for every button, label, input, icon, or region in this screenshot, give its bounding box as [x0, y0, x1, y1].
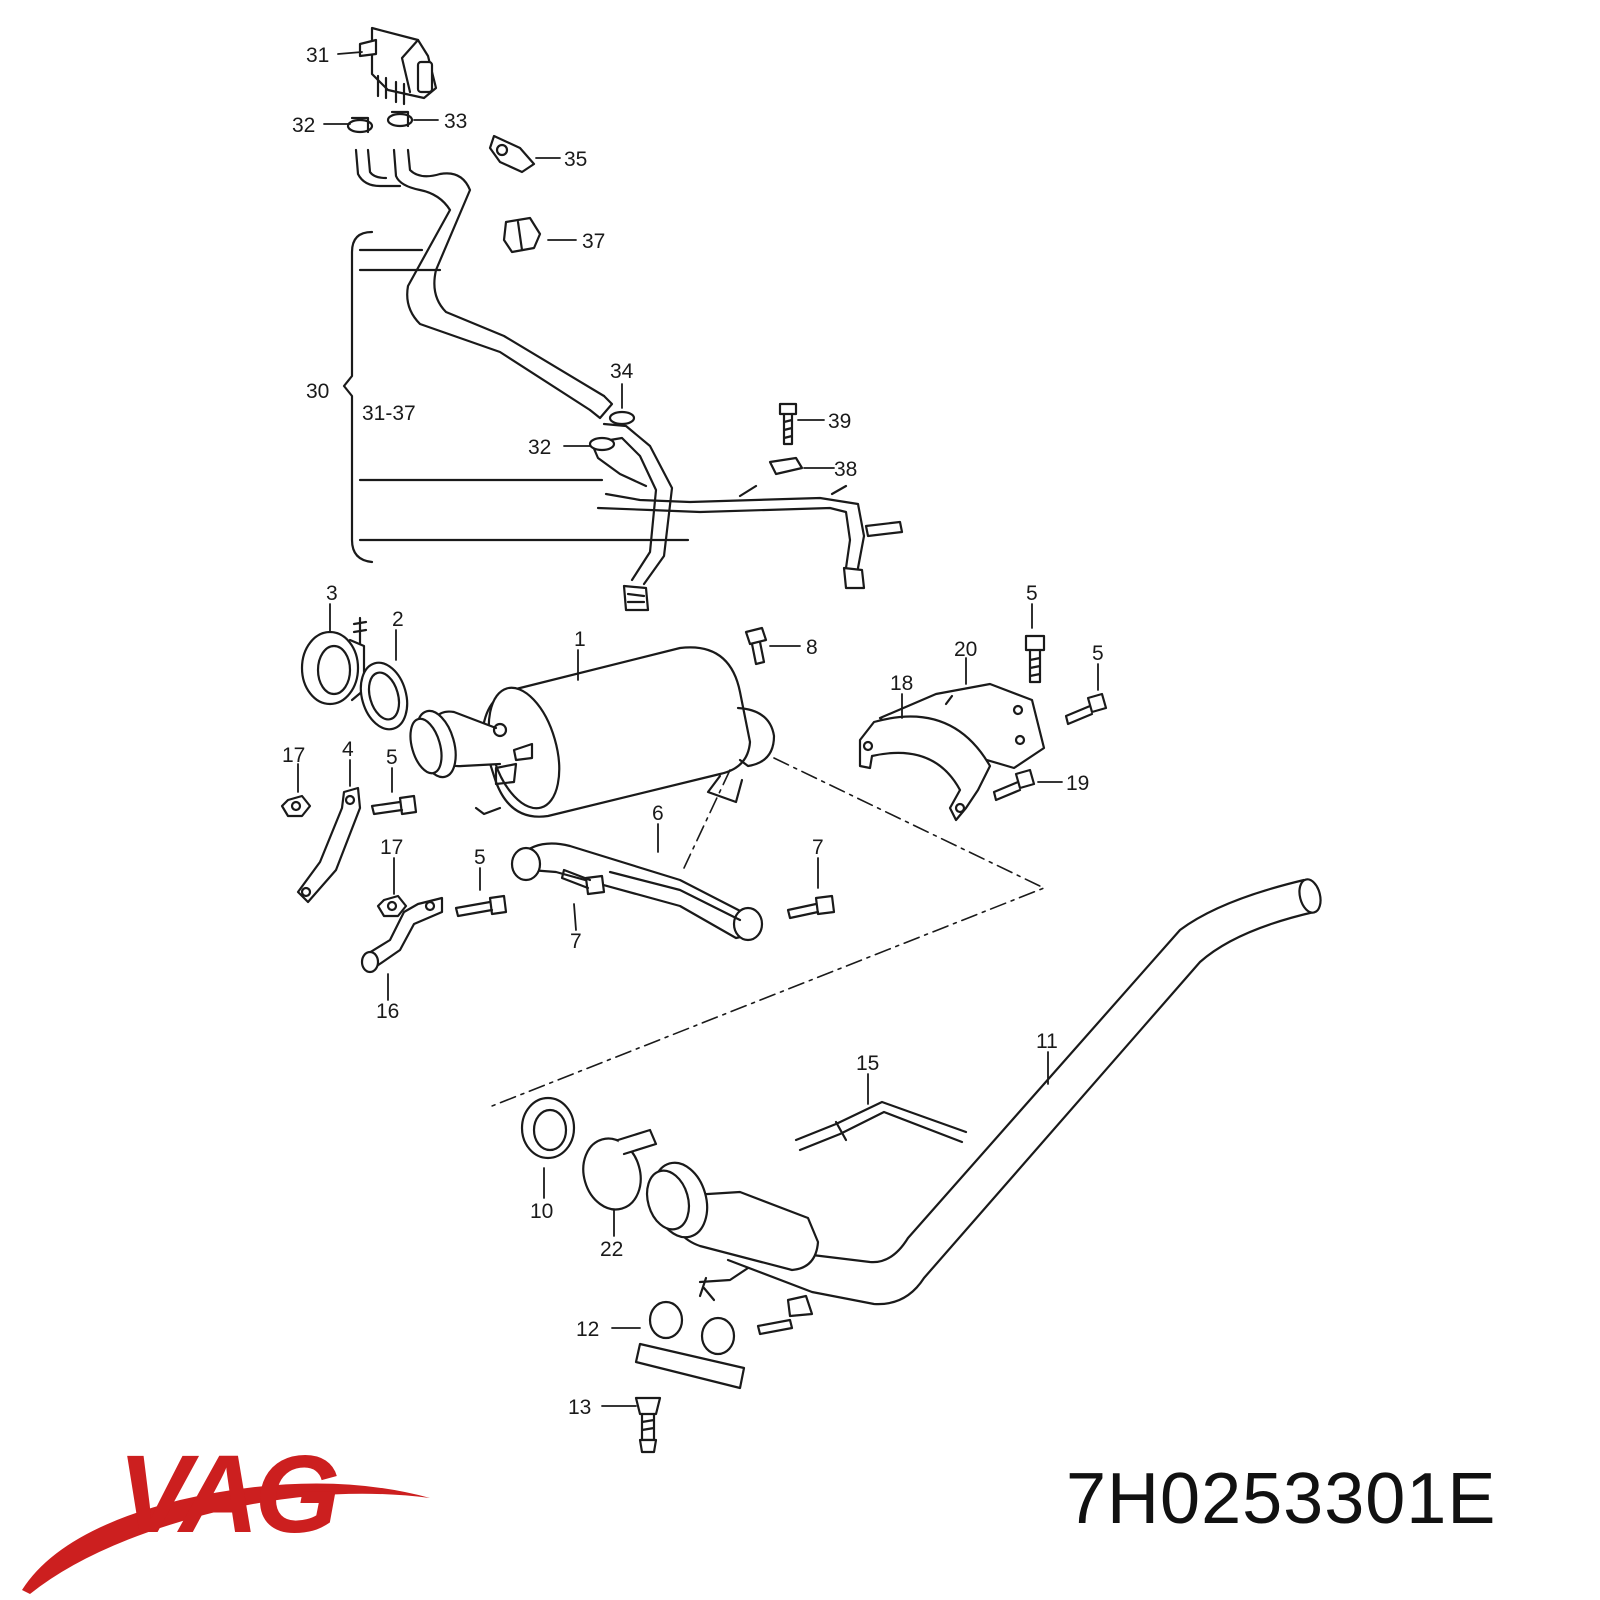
- callout-18: 18: [890, 672, 913, 695]
- bracket: [738, 456, 848, 498]
- callout-4: 4: [342, 738, 354, 761]
- temperature-sensor: [794, 1100, 968, 1152]
- bolt: [454, 894, 508, 918]
- tail-pipe: [645, 878, 1322, 1336]
- bolt: [744, 626, 768, 666]
- group-bracket: [342, 230, 690, 564]
- callout-19: 19: [1066, 772, 1089, 795]
- part-number: 7H0253301E: [1066, 1459, 1497, 1539]
- pipe-clip: [502, 216, 542, 254]
- callout-5-left: 5: [386, 746, 398, 769]
- rubber-hanger: [634, 1300, 746, 1390]
- callout-32: 32: [292, 114, 315, 137]
- callout-7-left: 7: [570, 930, 582, 953]
- callout-22: 22: [600, 1238, 623, 1261]
- bolt: [1064, 692, 1108, 726]
- callout-15: 15: [856, 1052, 879, 1075]
- callout-6: 6: [652, 802, 664, 825]
- callout-20: 20: [954, 638, 977, 661]
- bolt: [992, 768, 1036, 802]
- logo-text: VAG: [118, 1433, 338, 1556]
- callout-17-lower: 17: [380, 836, 403, 859]
- callout-31: 31: [306, 44, 329, 67]
- assembly-guide-lines: [491, 757, 1045, 1107]
- callout-10: 10: [530, 1200, 553, 1223]
- callout-35: 35: [564, 148, 587, 171]
- callout-8: 8: [806, 636, 818, 659]
- callout-32-lower: 32: [528, 436, 551, 459]
- logo-swoosh: [22, 1483, 430, 1594]
- callout-5-lower: 5: [474, 846, 486, 869]
- bolt: [786, 894, 836, 920]
- callout-range: 31-37: [362, 402, 416, 425]
- callout-7-right: 7: [812, 836, 824, 859]
- particulate-filter: [409, 646, 776, 818]
- clamp: [300, 616, 368, 706]
- nut: [280, 794, 312, 818]
- callout-2: 2: [392, 608, 404, 631]
- callout-33: 33: [444, 110, 467, 133]
- seal-ring: [520, 1096, 576, 1160]
- support-bar: [510, 842, 764, 942]
- bolt: [370, 794, 418, 816]
- callout-34: 34: [610, 360, 634, 383]
- bolt: [560, 868, 606, 896]
- callout-11: 11: [1036, 1030, 1058, 1053]
- callout-12: 12: [576, 1318, 599, 1341]
- callout-13: 13: [568, 1396, 591, 1419]
- callout-39: 39: [828, 410, 851, 433]
- bracket: [360, 896, 444, 974]
- callout-37: 37: [582, 230, 605, 253]
- pipe-clip: [488, 134, 536, 174]
- callout-38: 38: [834, 458, 857, 481]
- callout-5-right: 5: [1092, 642, 1104, 665]
- clamp: [582, 1128, 658, 1211]
- leader-lines: [297, 51, 1099, 1407]
- bolt: [1024, 634, 1046, 684]
- callout-labels: 31 32 33 35 37 30 31-37 34 32 39 38 3 2 …: [282, 44, 1104, 1419]
- bolt: [778, 402, 798, 446]
- callout-17: 17: [282, 744, 305, 767]
- bracket: [296, 786, 362, 904]
- nut: [376, 894, 408, 918]
- hose-clamp: [588, 436, 616, 452]
- hose-clamp: [608, 410, 636, 426]
- vag-logo: VAG: [22, 1433, 430, 1594]
- callout-1: 1: [574, 628, 586, 651]
- gasket: [359, 661, 409, 731]
- screw: [634, 1396, 662, 1454]
- callout-3: 3: [326, 582, 338, 605]
- pressure-sensor: [358, 26, 438, 106]
- callout-5-top: 5: [1026, 582, 1038, 605]
- callout-16: 16: [376, 1000, 399, 1023]
- hose-clamp: [346, 116, 374, 134]
- hose-clamp: [386, 110, 414, 128]
- callout-30: 30: [306, 380, 329, 403]
- pressure-pipes: [354, 148, 904, 612]
- heat-shield: [858, 682, 1046, 822]
